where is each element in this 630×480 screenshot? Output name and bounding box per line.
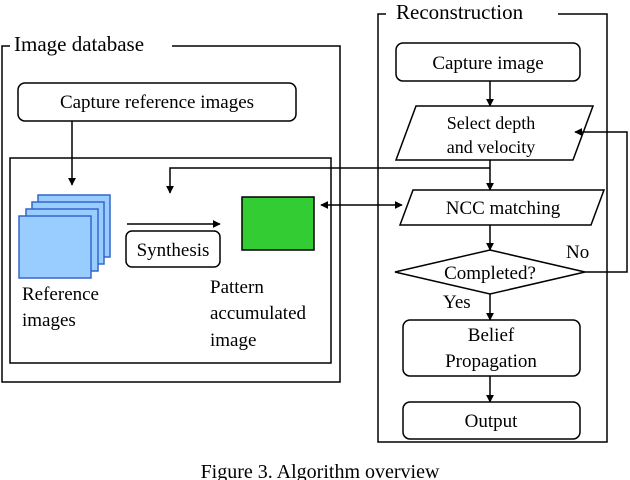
output-box — [402, 401, 581, 440]
capture-image-label: Capture image — [432, 53, 543, 74]
select-depth-label-line1: Select depth — [447, 113, 535, 133]
arrow-no-loop — [574, 128, 628, 273]
reference-label-line2: images — [22, 310, 76, 331]
image-database-panel: Image database Capture reference images … — [1, 32, 341, 383]
yes-label: Yes — [443, 292, 471, 313]
completed-label: Completed? — [444, 263, 536, 284]
capture-reference-box — [17, 82, 297, 122]
reference-label-line1: Reference — [22, 284, 99, 305]
belief-label-line2: Propagation — [445, 351, 537, 372]
ncc-matching-box — [398, 189, 606, 226]
capture-image-box — [395, 42, 581, 82]
image-database-frame — [1, 45, 341, 383]
pattern-label-line3: image — [210, 330, 256, 351]
arrow-select-to-synthesis — [166, 167, 490, 194]
ncc-matching-label: NCC matching — [446, 198, 561, 219]
capture-reference-label: Capture reference images — [60, 92, 254, 113]
inner-panel — [9, 157, 332, 364]
pattern-label-line1: Pattern — [210, 277, 264, 298]
figure-caption: Figure 3. Algorithm overview — [201, 461, 440, 480]
reconstruction-panel: Reconstruction Capture image Select dept… — [377, 0, 628, 443]
reference-images-stack — [18, 194, 111, 279]
output-label: Output — [465, 411, 519, 432]
image-database-title: Image database — [14, 32, 144, 56]
reconstruction-frame — [377, 13, 608, 443]
select-depth-velocity-box — [394, 105, 595, 161]
select-depth-label-line2: and velocity — [447, 137, 535, 157]
reconstruction-title: Reconstruction — [396, 0, 524, 24]
synthesis-box — [125, 230, 221, 268]
belief-propagation-box — [402, 319, 581, 377]
belief-label-line1: Belief — [468, 325, 515, 346]
synthesis-label: Synthesis — [137, 240, 210, 261]
reference-image — [18, 215, 92, 279]
no-label: No — [566, 242, 589, 263]
pattern-accumulated-image — [241, 196, 315, 251]
pattern-label-line2: accumulated — [210, 303, 307, 324]
